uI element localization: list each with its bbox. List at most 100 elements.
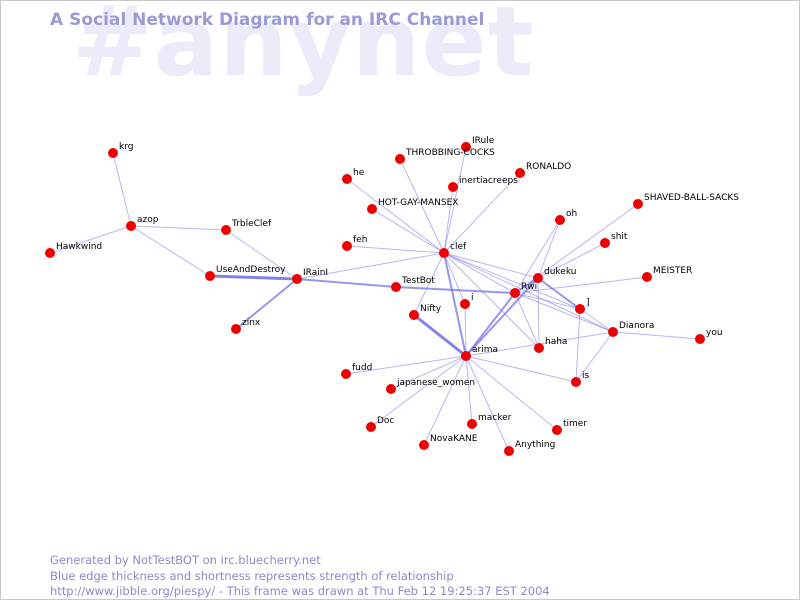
node-dot — [461, 142, 471, 152]
node-dot — [534, 343, 544, 353]
edge-]-Dianora — [579, 308, 614, 333]
node-dot — [221, 225, 231, 235]
node-fudd: fudd — [341, 363, 372, 379]
footer-url-timestamp: http://www.jibble.org/piespy/ - This fra… — [50, 584, 550, 598]
node-label: timer — [563, 419, 587, 429]
node-dot — [342, 174, 352, 184]
node-azop: azop — [126, 215, 159, 231]
edge-inertiacreeps-clef — [443, 186, 454, 254]
edge-clef-Rwi — [443, 252, 516, 294]
node-dot — [108, 148, 118, 158]
node-dot — [448, 182, 458, 192]
node-dot — [395, 154, 405, 164]
edge-arima-japanese_women — [390, 355, 467, 390]
edge-arima-fudd — [345, 355, 467, 375]
node-dukeku: dukeku — [533, 267, 576, 283]
node-NovaKANE: NovaKANE — [419, 434, 478, 450]
node-dot — [231, 324, 241, 334]
node-label: arima — [472, 345, 498, 355]
node-shit: shit — [600, 232, 628, 248]
node-dot — [367, 204, 377, 214]
edge-clef-arima — [443, 252, 467, 357]
edge-Rwi-arima — [465, 292, 516, 357]
edge-azop-TrbleClef — [130, 225, 227, 231]
node-dot — [608, 327, 618, 337]
node-IRule: IRule — [461, 136, 495, 152]
edge-oh-dukeku — [537, 219, 561, 279]
edge-oh-Rwi — [514, 219, 561, 294]
edge-Rwi-Dianora — [514, 292, 614, 333]
node-label: clef — [450, 242, 467, 252]
edge-feh-clef — [346, 245, 445, 254]
node-Rwi: Rwi — [510, 282, 537, 298]
edge-Hawkwind-azop — [49, 225, 132, 254]
node-label: shit — [611, 232, 628, 242]
node-TrbleClef: TrbleClef — [221, 219, 272, 235]
edge-Dianora-is — [575, 331, 614, 383]
node-dot — [126, 221, 136, 231]
node-label: Dianora — [619, 321, 654, 331]
edge-TestBot-Rwi — [395, 286, 516, 294]
node-dot — [533, 273, 543, 283]
footer-generated-by: Generated by NotTestBOT on irc.bluecherr… — [50, 553, 321, 567]
node-arima: arima — [461, 345, 498, 361]
node-dot — [695, 334, 705, 344]
edge-IRainI-clef — [296, 252, 445, 280]
edge-zinx-IRainI — [235, 278, 298, 330]
node-feh: feh — [342, 235, 367, 251]
node-label: UseAndDestroy — [216, 265, 286, 275]
edge-arima-Doc — [370, 355, 467, 428]
edge-azop-UseAndDestroy — [130, 225, 211, 277]
node-label: ] — [586, 298, 590, 308]
node-label: oh — [566, 209, 577, 219]
node-macker: macker — [467, 413, 512, 429]
node-dot — [575, 304, 585, 314]
node-he: he — [342, 168, 365, 184]
edge-IRainI-TestBot — [296, 278, 397, 288]
node-label: NovaKANE — [430, 434, 478, 444]
node-Hawkwind: Hawkwind — [45, 242, 102, 258]
node-RONALDO: RONALDO — [515, 162, 571, 178]
node-label: IRule — [472, 136, 495, 146]
edge-UseAndDestroy-IRainI — [209, 274, 298, 281]
edge-clef-dukeku — [443, 252, 539, 279]
node-dot — [409, 310, 419, 320]
node-dot — [461, 351, 471, 361]
node-dot — [600, 238, 610, 248]
edge-clef-i — [443, 252, 466, 305]
node-dot — [45, 248, 55, 258]
node-label: krg — [119, 142, 133, 152]
node-dot — [642, 272, 652, 282]
node-label: is — [582, 371, 590, 381]
diagram-title: A Social Network Diagram for an IRC Chan… — [50, 10, 485, 30]
node-dot — [467, 419, 477, 429]
edge-Rwi-haha — [514, 292, 540, 349]
node-label: fudd — [352, 363, 372, 373]
node-]: ] — [575, 298, 590, 314]
node-label: THROBBING-COCKS — [405, 148, 495, 158]
node-clef: clef — [439, 242, 467, 258]
edge-dukeku-arima — [465, 277, 539, 357]
node-label: zinx — [242, 318, 261, 328]
node-dot — [439, 248, 449, 258]
node-Dianora: Dianora — [608, 321, 654, 337]
node-dot — [342, 241, 352, 251]
edge-shit-dukeku — [537, 242, 606, 279]
node-dot — [555, 215, 565, 225]
edge-THROBBING-COCKS-clef — [399, 158, 445, 254]
node-IRainI: IRainI — [292, 268, 328, 284]
node-haha: haha — [534, 337, 567, 353]
node-japanese_women: japanese_women — [386, 378, 475, 394]
node-dot — [552, 425, 562, 435]
edge-he-clef — [346, 178, 445, 254]
node-label: he — [353, 168, 365, 178]
node-dot — [341, 369, 351, 379]
node-Anything: Anything — [504, 440, 555, 456]
node-label: RONALDO — [526, 162, 571, 172]
edges-layer — [49, 146, 701, 452]
node-label: i — [471, 293, 474, 303]
node-timer: timer — [552, 419, 587, 435]
edge-clef-Dianora — [443, 252, 614, 333]
node-oh: oh — [555, 209, 577, 225]
